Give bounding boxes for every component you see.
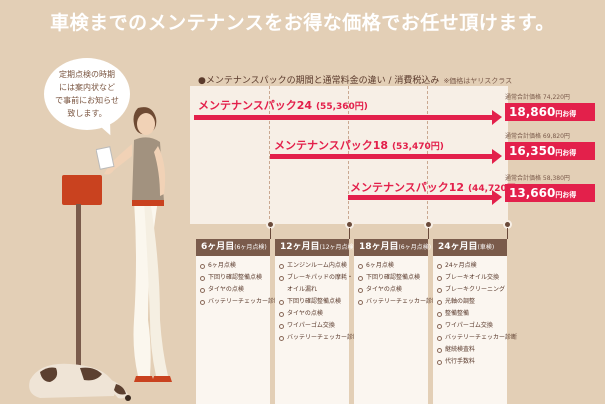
circle-icon <box>437 299 442 305</box>
list-item: 24ヶ月点検 <box>437 260 503 272</box>
bubble-line: には案内状など <box>59 83 115 92</box>
saving-badge: 16,350円お得 <box>505 142 595 160</box>
list-item: 継続検査料 <box>437 344 503 356</box>
circle-icon <box>437 287 442 293</box>
regular-price: 通常合計価格 58,380円 <box>505 175 570 182</box>
list-item: バッテリーチェッカー診断 <box>358 296 438 308</box>
circle-icon <box>358 263 363 269</box>
circle-icon <box>279 323 284 329</box>
woman-reading-letter-illustration <box>96 107 172 382</box>
list-item: 6ヶ月点検 <box>200 260 266 272</box>
list-item: 下回り確認整備点検 <box>279 296 345 308</box>
timeline-tick <box>270 228 271 239</box>
list-item: タイヤの点検 <box>279 308 345 320</box>
column-items: 24ヶ月点検 ブレーキオイル交換 ブレーキクリーニング 光軸の調整 整備整備 ワ… <box>433 256 517 404</box>
list-item: ブレーキオイル交換 <box>437 272 503 284</box>
circle-icon <box>200 275 205 281</box>
circle-icon <box>437 275 442 281</box>
mailbox-post <box>76 204 81 384</box>
list-item: ブレーキパッドの摩耗・ <box>279 272 353 284</box>
list-item: ワイパーゴム交換 <box>437 320 503 332</box>
circle-icon <box>279 335 284 341</box>
pack-12-bar <box>348 190 502 205</box>
circle-icon <box>437 323 442 329</box>
list-item: 下回り確認整備点検 <box>358 272 424 284</box>
circle-icon <box>437 347 442 353</box>
column-18-months: 18ヶ月目(6ヶ月点検) 6ヶ月点検 下回り確認整備点検 タイヤの点検 バッテリ… <box>354 239 438 404</box>
pack-24-bar <box>194 110 502 125</box>
comparison-title-text: ●メンテナンスパックの期間と通常料金の違い / 消費税込み <box>198 76 440 86</box>
list-item: ブレーキクリーニング <box>437 284 505 296</box>
pack-12-label: メンテナンスパック12 (44,720円) <box>350 181 520 194</box>
list-item: オイル漏れ <box>287 286 318 293</box>
list-item: 下回り確認整備点検 <box>200 272 266 284</box>
circle-icon <box>437 311 442 317</box>
regular-price: 通常合計価格 74,220円 <box>505 94 570 101</box>
column-items: 6ヶ月点検 下回り確認整備点検 タイヤの点検 バッテリーチェッカー診断 <box>196 256 280 404</box>
timeline-tick <box>428 228 429 239</box>
list-item: 光軸の調整 <box>437 296 503 308</box>
saving-badge: 18,860円お得 <box>505 103 595 121</box>
column-24-months: 24ヶ月目(車検) 24ヶ月点検 ブレーキオイル交換 ブレーキクリーニング 光軸… <box>433 239 517 404</box>
circle-icon <box>279 275 284 281</box>
pack-18-saving: 通常合計価格 69,820円 16,350円お得 <box>505 131 595 160</box>
circle-icon <box>200 287 205 293</box>
bubble-line: 致します。 <box>67 109 107 118</box>
timeline-tick <box>507 228 508 239</box>
column-12-months: 12ヶ月目(12ヶ月点検) エンジンルーム内点検 ブレーキパッドの摩耗・ オイル… <box>275 239 359 404</box>
pack-18-label: メンテナンスパック18 (53,470円) <box>274 139 444 152</box>
pack-24-saving: 通常合計価格 74,220円 18,860円お得 <box>505 92 595 121</box>
list-item: タイヤの点検 <box>200 284 266 296</box>
circle-icon <box>358 287 363 293</box>
speech-bubble: 定期点検の時期 には案内状など で事前にお知らせ 致します。 <box>44 58 130 130</box>
list-item: ワイパーゴム交換 <box>279 320 345 332</box>
timeline-tick <box>349 228 350 239</box>
list-item: 6ヶ月点検 <box>358 260 424 272</box>
timeline-divider <box>269 86 270 224</box>
list-item: 整備整備 <box>437 308 503 320</box>
column-items: 6ヶ月点検 下回り確認整備点検 タイヤの点検 バッテリーチェッカー診断 <box>354 256 438 404</box>
circle-icon <box>437 263 442 269</box>
comparison-title: ●メンテナンスパックの期間と通常料金の違い / 消費税込み※価格はヤリスクラス <box>198 73 518 86</box>
headline: 車検までのメンテナンスをお得な価格でお任せ頂けます。 <box>50 12 555 34</box>
regular-price: 通常合計価格 69,820円 <box>505 133 570 140</box>
list-item: バッテリーチェッカー診断 <box>437 332 517 344</box>
saving-badge: 13,660円お得 <box>505 184 595 202</box>
price-note: ※価格はヤリスクラス <box>443 77 513 85</box>
column-header: 12ヶ月目(12ヶ月点検) <box>275 239 356 256</box>
circle-icon <box>279 263 284 269</box>
list-item: タイヤの点検 <box>358 284 424 296</box>
list-item: バッテリーチェッカー診断 <box>200 296 280 308</box>
mailbox-illustration <box>62 175 102 205</box>
dog-illustration <box>29 363 131 401</box>
circle-icon <box>358 299 363 305</box>
column-6-months: 6ヶ月目(6ヶ月点検) 6ヶ月点検 下回り確認整備点検 タイヤの点検 バッテリー… <box>196 239 280 404</box>
pack-24-label: メンテナンスパック24 (55,360円) <box>198 99 368 112</box>
list-item: 代行手数料 <box>437 356 503 368</box>
circle-icon <box>437 359 442 365</box>
circle-icon <box>279 311 284 317</box>
column-header: 24ヶ月目(車検) <box>433 239 507 256</box>
circle-icon <box>358 275 363 281</box>
column-header: 6ヶ月目(6ヶ月点検) <box>196 239 270 256</box>
circle-icon <box>437 335 442 341</box>
pack-12-saving: 通常合計価格 58,380円 13,660円お得 <box>505 173 595 202</box>
circle-icon <box>200 263 205 269</box>
column-header: 18ヶ月目(6ヶ月点検) <box>354 239 431 256</box>
bubble-line: 定期点検の時期 <box>59 70 115 79</box>
list-item: エンジンルーム内点検 <box>279 260 347 272</box>
bubble-line: で事前にお知らせ <box>55 96 119 105</box>
list-item: バッテリーチェッカー診断 <box>279 332 359 344</box>
circle-icon <box>200 299 205 305</box>
column-items: エンジンルーム内点検 ブレーキパッドの摩耗・ オイル漏れ 下回り確認整備点検 タ… <box>275 256 359 404</box>
maintenance-timeline-chart: メンテナンスパック24 (55,360円) メンテナンスパック18 (53,47… <box>190 86 520 224</box>
pack-18-bar <box>270 149 502 164</box>
circle-icon <box>279 299 284 305</box>
